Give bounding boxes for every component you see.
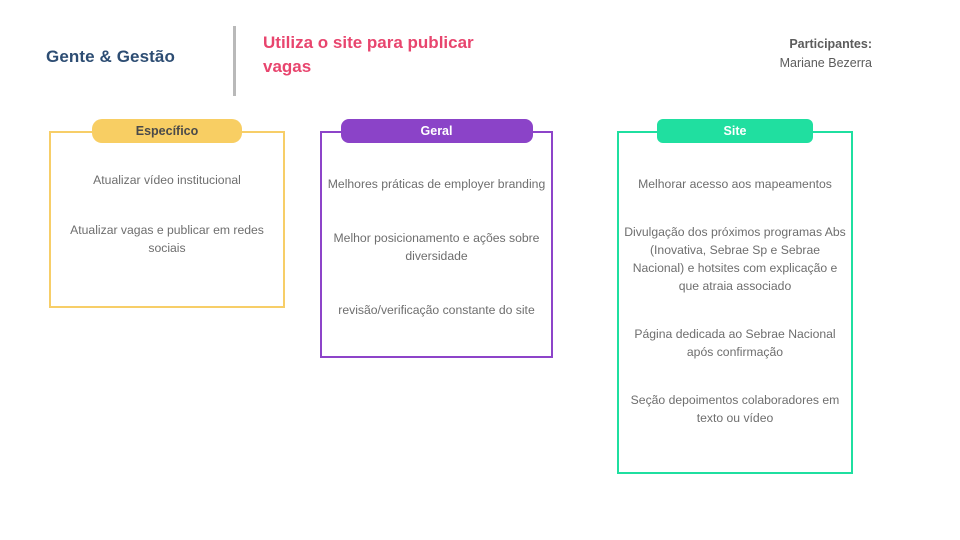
- column-geral-items: Melhores práticas de employer branding M…: [326, 161, 547, 352]
- column-especifico-items: Atualizar vídeo institucional Atualizar …: [55, 161, 279, 302]
- list-item: Melhorar acesso aos mapeamentos: [638, 177, 832, 191]
- column-site-items: Melhorar acesso aos mapeamentos Divulgaç…: [623, 161, 847, 468]
- column-site: Site Melhorar acesso aos mapeamentos Div…: [617, 119, 853, 474]
- list-item: Divulgação dos próximos programas Abs (I…: [624, 225, 846, 293]
- list-item: Seção depoimentos colaboradores em texto…: [630, 393, 840, 425]
- list-item: revisão/verificação constante do site: [338, 303, 535, 317]
- participants-name: Mariane Bezerra: [779, 56, 872, 70]
- page-title: Utiliza o site para publicar vagas: [263, 33, 474, 76]
- header-divider: [233, 26, 236, 96]
- participants-label: Participantes:: [789, 37, 872, 51]
- list-item: Melhores práticas de employer branding: [327, 177, 546, 191]
- column-site-title: Site: [657, 119, 813, 143]
- column-geral-title: Geral: [340, 119, 533, 143]
- participants-block: Participantes: Mariane Bezerra: [780, 35, 872, 73]
- brand-title: Gente & Gestão: [46, 47, 175, 66]
- list-item: Atualizar vídeo institucional: [93, 173, 241, 187]
- list-item: Atualizar vagas e publicar em redes soci…: [70, 223, 264, 255]
- page-header: Gente & Gestão Utiliza o site para publi…: [0, 0, 960, 110]
- column-especifico: Específico Atualizar vídeo institucional…: [49, 119, 285, 308]
- column-geral: Geral Melhores práticas de employer bran…: [320, 119, 553, 358]
- list-item: Página dedicada ao Sebrae Nacional após …: [634, 327, 836, 359]
- column-especifico-title: Específico: [92, 119, 242, 143]
- list-item: Melhor posicionamento e ações sobre dive…: [333, 231, 540, 263]
